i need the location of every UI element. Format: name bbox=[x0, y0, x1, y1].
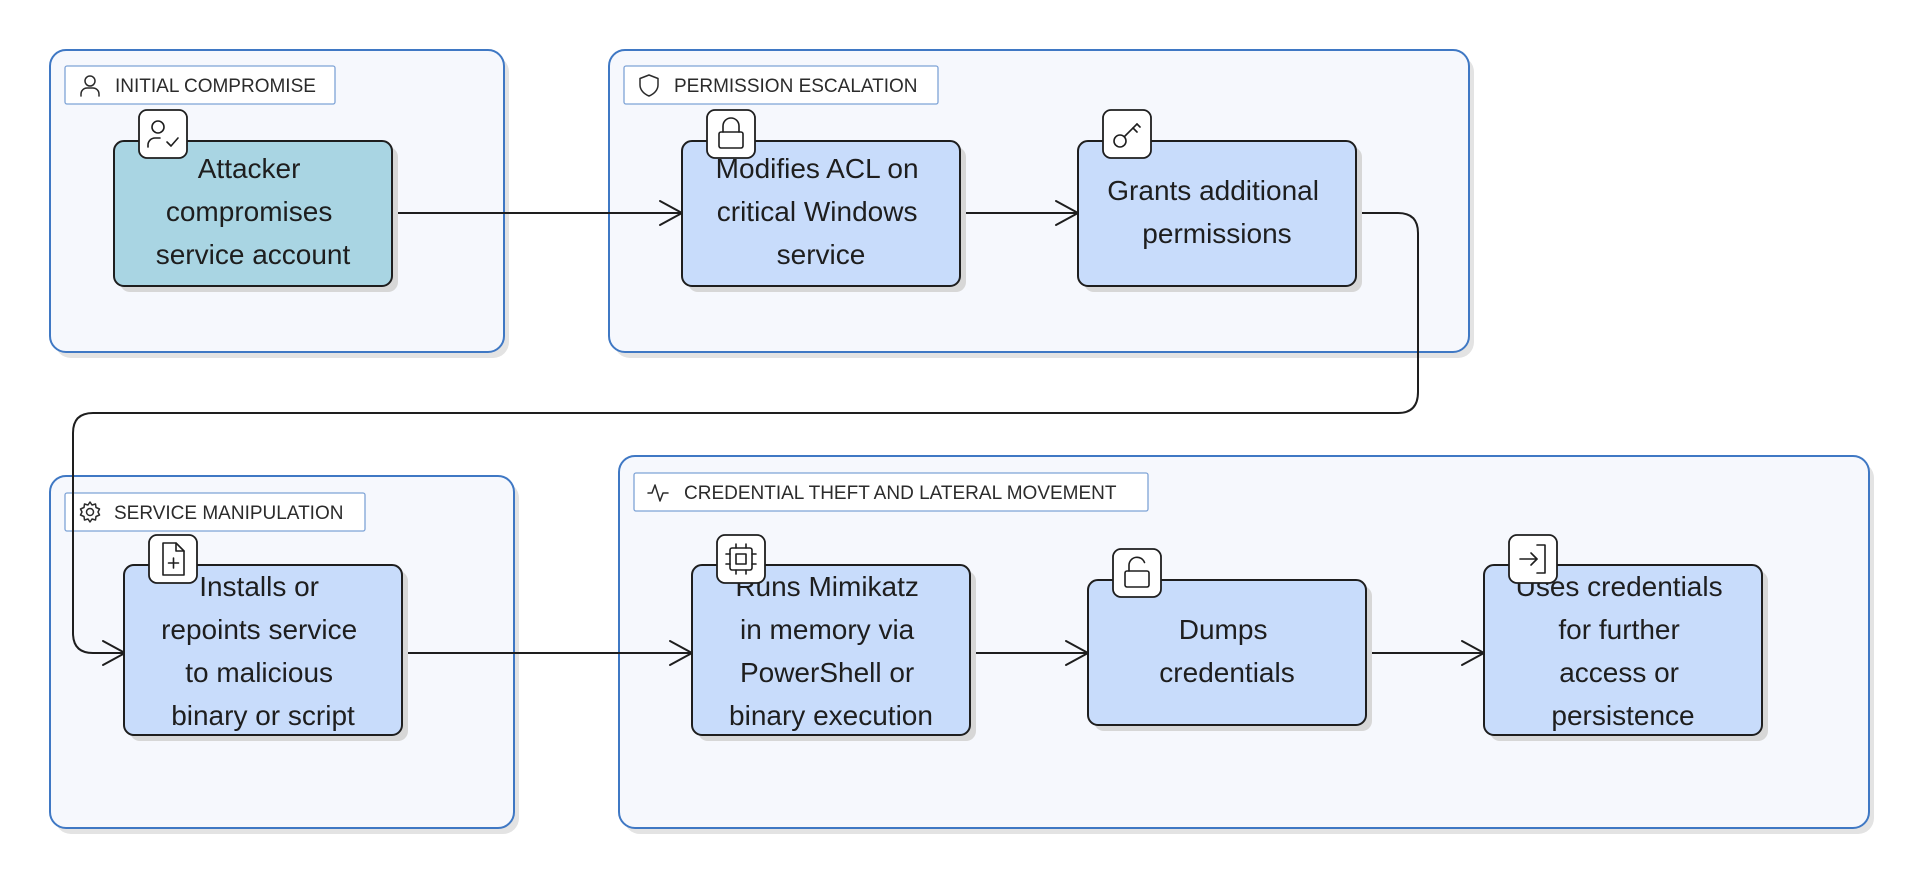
activity-icon bbox=[647, 484, 669, 502]
shield-icon bbox=[639, 74, 659, 97]
node-text-line: persistence bbox=[1551, 700, 1694, 731]
node-text-line: service account bbox=[156, 239, 351, 270]
node-text-line: binary or script bbox=[171, 700, 355, 731]
node-dumps-credentials[interactable]: Dumps credentials bbox=[1087, 548, 1372, 731]
node-text-line: Grants additional bbox=[1107, 175, 1319, 206]
log-in-icon bbox=[1508, 534, 1558, 584]
lock-icon bbox=[706, 109, 756, 159]
node-text-line: Attacker bbox=[198, 153, 301, 184]
unlock-icon bbox=[1112, 548, 1162, 598]
group-label: PERMISSION ESCALATION bbox=[674, 76, 918, 97]
node-text-line: in memory via bbox=[740, 614, 915, 645]
group-label: CREDENTIAL THEFT AND LATERAL MOVEMENT bbox=[684, 483, 1117, 504]
svg-text:Attacker compromises: Attacker compromises service account bbox=[156, 153, 351, 270]
node-text-line: repoints service bbox=[161, 614, 357, 645]
node-text-line: PowerShell or bbox=[740, 657, 914, 688]
key-icon bbox=[1102, 109, 1152, 159]
node-text-line: credentials bbox=[1159, 657, 1294, 688]
node-text-line: permissions bbox=[1142, 218, 1291, 249]
node-box bbox=[691, 564, 971, 736]
node-grants-permissions[interactable]: Grants additional permissions bbox=[1077, 109, 1362, 292]
svg-text:Runs Mimikatz in memory: Runs Mimikatz in memory via PowerShell o… bbox=[729, 571, 933, 731]
node-installs-service[interactable]: Installs or repoints service to maliciou… bbox=[123, 534, 408, 741]
node-box bbox=[123, 564, 403, 736]
node-text-line: binary execution bbox=[729, 700, 933, 731]
node-box bbox=[681, 140, 961, 287]
svg-text:Modifies ACL on critical: Modifies ACL on critical Windows service bbox=[716, 153, 927, 270]
group-label: SERVICE MANIPULATION bbox=[114, 503, 343, 524]
node-box bbox=[1077, 140, 1357, 287]
node-text-line: for further bbox=[1558, 614, 1679, 645]
node-text-line: Dumps bbox=[1179, 614, 1268, 645]
node-text-line: critical Windows bbox=[717, 196, 918, 227]
node-text-line: Runs Mimikatz bbox=[735, 571, 919, 602]
svg-text:Installs or repoints ser: Installs or repoints service to maliciou… bbox=[161, 571, 365, 731]
node-text-line: access or bbox=[1559, 657, 1679, 688]
node-box bbox=[1087, 579, 1367, 726]
node-runs-mimikatz[interactable]: Runs Mimikatz in memory via PowerShell o… bbox=[691, 534, 976, 741]
node-box bbox=[113, 140, 393, 287]
node-uses-credentials[interactable]: Uses credentials for further access or p… bbox=[1483, 534, 1768, 741]
node-box bbox=[1483, 564, 1763, 736]
gear-icon bbox=[79, 501, 101, 523]
user-check-icon bbox=[138, 109, 188, 159]
node-text-line: compromises bbox=[166, 196, 332, 227]
node-modifies-acl[interactable]: Modifies ACL on critical Windows service bbox=[681, 109, 966, 292]
svg-text:Grants additional permis: Grants additional permissions bbox=[1107, 175, 1326, 249]
node-attacker-compromises[interactable]: Attacker compromises service account bbox=[113, 109, 398, 292]
cpu-icon bbox=[716, 534, 766, 584]
node-text-line: to malicious bbox=[185, 657, 333, 688]
user-icon bbox=[80, 75, 100, 97]
node-text-line: service bbox=[777, 239, 866, 270]
svg-text:Dumps credentials: Dumps credentials bbox=[1159, 614, 1294, 688]
file-plus-icon bbox=[148, 534, 198, 584]
node-text-line: Installs or bbox=[199, 571, 319, 602]
group-label: INITIAL COMPROMISE bbox=[115, 76, 316, 97]
